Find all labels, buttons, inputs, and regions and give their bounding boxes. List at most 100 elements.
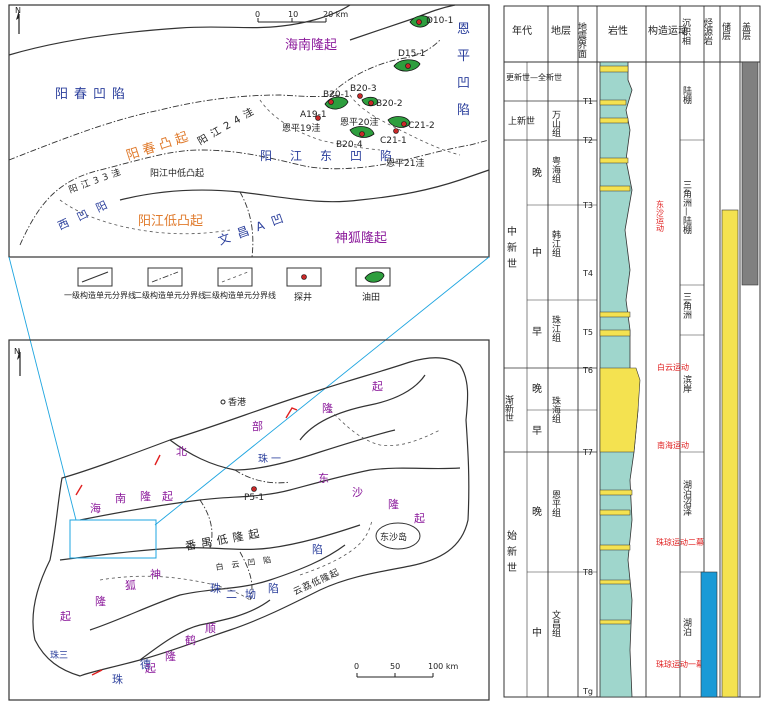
sub-early: 早 bbox=[532, 326, 542, 338]
well-label: C21-2 bbox=[408, 121, 435, 131]
formation: 珠海组 bbox=[550, 395, 561, 423]
seal-bar bbox=[741, 61, 759, 286]
label-shenhu-2: 狐 bbox=[125, 578, 136, 592]
sub-late: 晚 bbox=[532, 383, 542, 395]
seismic-t7: T7 bbox=[582, 448, 593, 457]
label-enping-1: 恩 bbox=[457, 22, 470, 37]
label-dongsha-4: 起 bbox=[414, 512, 425, 525]
regional-boundary bbox=[89, 544, 346, 631]
label-enping-4: 陷 bbox=[457, 103, 470, 118]
legend-label-2: 二级构造单元分界线 bbox=[134, 290, 206, 300]
label-enping-2: 平 bbox=[457, 49, 470, 64]
era-miocene: 中新世 bbox=[505, 225, 517, 274]
north-arrow-icon: N bbox=[15, 6, 21, 34]
label-north-uplift-4: 起 bbox=[372, 380, 383, 393]
label-south-uplift-4: 起 bbox=[162, 490, 173, 503]
label-well-p5: P5-1 bbox=[244, 493, 264, 503]
label-shunhe-1: 顺 bbox=[205, 622, 216, 635]
well-label: D15-1 bbox=[398, 49, 425, 59]
regional-boundary bbox=[169, 429, 396, 471]
legend: 一级构造单元分界线 二级构造单元分界线 三级构造单元分界线 探井 油田 bbox=[64, 267, 391, 303]
header-tectonic: 构造运动 bbox=[648, 24, 688, 37]
label-dongsha-3: 隆 bbox=[388, 497, 399, 511]
well-label: C21-1 bbox=[380, 136, 407, 146]
sub-mid: 中 bbox=[532, 246, 542, 259]
label-enping-21: 恩平21洼 bbox=[386, 157, 424, 169]
north-arrow-icon: N bbox=[14, 347, 21, 376]
label-yunli: 云荔低隆起 bbox=[291, 566, 341, 598]
movement-zhuqiong1: 珠琼运动一幕 bbox=[656, 659, 704, 669]
label-north-uplift-2: 部 bbox=[252, 419, 263, 433]
label-shenhu-3: 隆 bbox=[95, 594, 106, 608]
lithology-column bbox=[599, 61, 641, 698]
inset-boundary bbox=[239, 191, 254, 258]
well-label: D10-1 bbox=[426, 16, 453, 26]
inset-boundary bbox=[8, 94, 341, 161]
label-dongsha-2: 沙 bbox=[352, 486, 363, 499]
inset-boundary bbox=[259, 99, 381, 151]
legend-label-1: 一级构造单元分界线 bbox=[64, 290, 136, 300]
city-icon bbox=[220, 399, 226, 405]
inset-boundary bbox=[299, 139, 490, 170]
wells bbox=[315, 19, 422, 137]
inset-boundary bbox=[349, 94, 461, 156]
regional-boundary bbox=[299, 519, 373, 576]
label-dongsha-1: 东 bbox=[318, 472, 329, 485]
inset-boundary bbox=[329, 39, 441, 96]
fault-marker bbox=[154, 454, 161, 466]
well-label: A19-1 bbox=[300, 110, 327, 120]
label-shenhu-4: 起 bbox=[60, 610, 71, 623]
well-label: B20-3 bbox=[350, 84, 377, 94]
label-yangjiang-east-sag: 阳江东凹陷 bbox=[260, 148, 410, 163]
label-north-uplift-1: 北 bbox=[176, 445, 187, 458]
formation: 珠江组 bbox=[550, 314, 561, 342]
connector-line bbox=[154, 256, 490, 526]
inset-map: N 0 10 20 km 海南隆起 阳春凹陷 恩 平 凹 陷 阳春凸起 bbox=[8, 4, 490, 258]
label-shenhu-1: 神 bbox=[150, 567, 161, 581]
stratigraphic-column: 年代 地层 地震界面 岩性 构造运动 沉积相 烃源岩 储层 盖层 更新世—全新世… bbox=[503, 5, 761, 698]
regional-map: N 东沙岛 香港 P5-1 北 部 隆 bbox=[8, 339, 490, 701]
oil-field-icon bbox=[364, 271, 385, 283]
header-lithology: 岩性 bbox=[608, 24, 628, 37]
movement-zhuqiong2: 珠琼运动二幕 bbox=[656, 537, 704, 547]
label-baiyun: 白云凹陷 bbox=[215, 553, 280, 572]
facies: 陆棚 bbox=[681, 85, 692, 105]
regional-scale-100: 100 km bbox=[428, 662, 458, 671]
label-south-uplift-2: 南 bbox=[115, 492, 126, 505]
seismic-t2: T2 bbox=[582, 136, 593, 145]
label-dongsha-island: 东沙岛 bbox=[380, 531, 407, 543]
facies: 湖泊沼泽 bbox=[681, 480, 692, 517]
inset-scale-10: 10 bbox=[288, 10, 298, 19]
sub-mid: 中 bbox=[532, 626, 542, 639]
formation: 韩江组 bbox=[550, 229, 561, 257]
movement-dongsha: 东沙运动 bbox=[656, 199, 665, 233]
formation: 文昌组 bbox=[550, 609, 561, 637]
header-seal: 盖层 bbox=[740, 21, 751, 41]
facies: 湖泊 bbox=[681, 618, 692, 637]
seismic-t8: T8 bbox=[582, 568, 593, 577]
fault-marker bbox=[285, 407, 298, 419]
seismic-t4: T4 bbox=[582, 269, 593, 278]
source-rock-bar bbox=[700, 571, 718, 698]
label-zhu2-2: 二 bbox=[226, 588, 237, 601]
label-enping-19: 恩平19洼 bbox=[282, 122, 320, 134]
label-wenchang-a: 文昌A凹 bbox=[216, 208, 293, 248]
header-source-rock: 烃源岩 bbox=[702, 17, 713, 46]
label-shunhe-3: 隆 bbox=[165, 649, 176, 663]
regional-boundary bbox=[234, 469, 291, 484]
header-age: 年代 bbox=[512, 24, 532, 37]
label-zhu2-1: 珠 bbox=[210, 581, 221, 595]
label-south-uplift-3: 隆 bbox=[140, 489, 151, 503]
label-zhu3: 珠三 bbox=[50, 649, 68, 661]
fault-marker bbox=[75, 484, 83, 496]
well-icon bbox=[251, 486, 257, 492]
seismic-t1: T1 bbox=[582, 97, 593, 106]
seismic-tg: Tg bbox=[582, 687, 593, 696]
era-eocene: 始新世 bbox=[505, 529, 517, 578]
label-hongkong: 香港 bbox=[228, 396, 246, 408]
legend-label-4: 探井 bbox=[294, 291, 312, 303]
era-pliocene: 上新世 bbox=[508, 115, 535, 127]
north-label: N bbox=[15, 6, 21, 15]
movement-nanhai: 南海运动 bbox=[657, 440, 689, 450]
